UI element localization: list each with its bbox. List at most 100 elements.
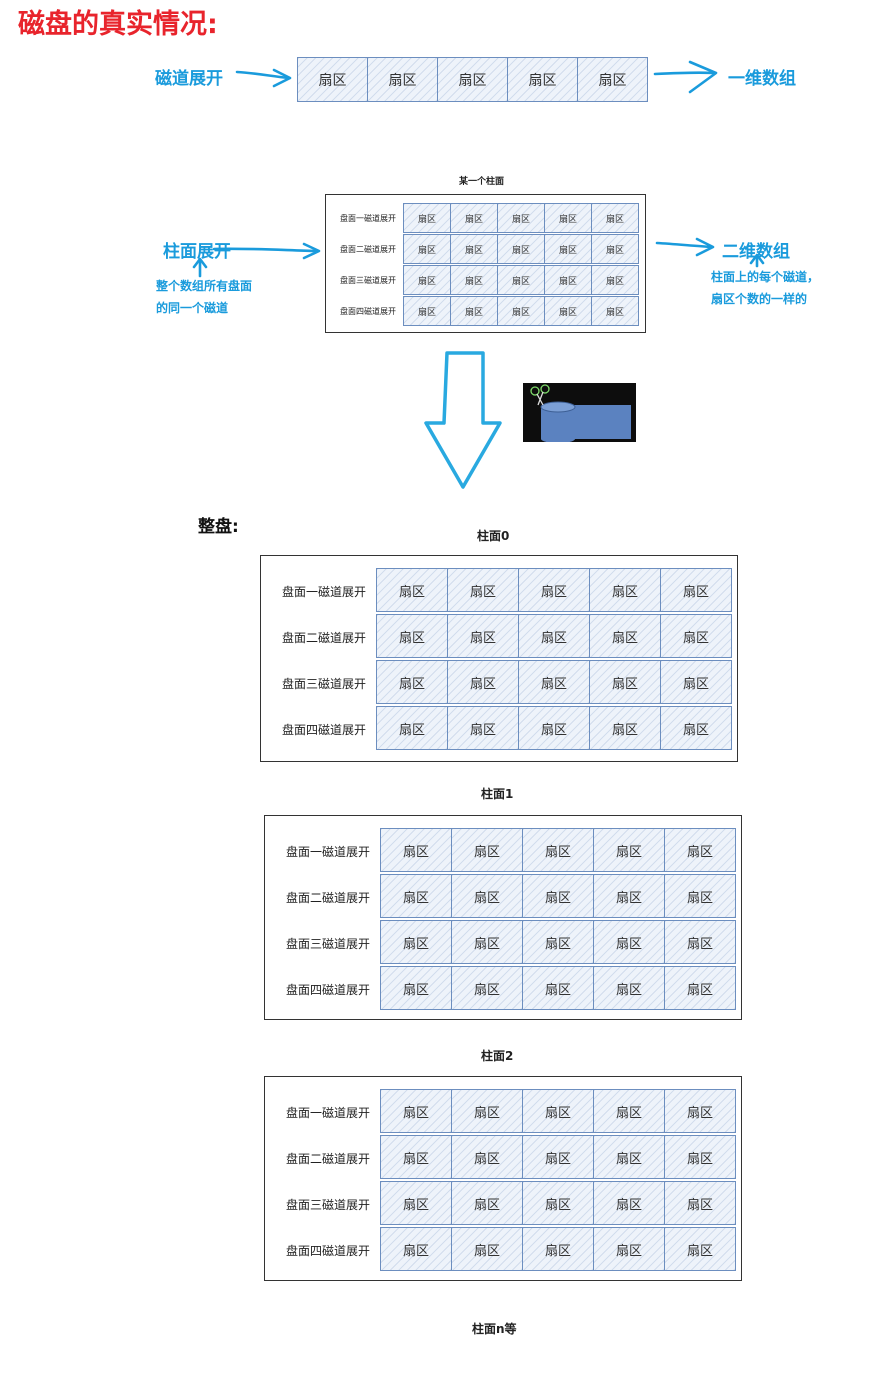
sector-cell: 扇区 bbox=[589, 568, 661, 612]
sector-cell: 扇区 bbox=[380, 920, 452, 964]
sector-cell: 扇区 bbox=[593, 1227, 665, 1271]
sector-cell: 扇区 bbox=[660, 660, 732, 704]
sector-cell: 扇区 bbox=[660, 568, 732, 612]
cylinder-unroll-icon bbox=[523, 383, 636, 442]
sector-cell: 扇区 bbox=[591, 203, 639, 233]
sector-cell: 扇区 bbox=[451, 1181, 523, 1225]
sector-cell: 扇区 bbox=[403, 203, 451, 233]
track-row-label: 盘面一磁道展开 bbox=[281, 584, 366, 599]
sector-cell: 扇区 bbox=[380, 966, 452, 1010]
track-unroll-label: 磁道展开 bbox=[155, 69, 223, 89]
array-note-line1: 柱面上的每个磁道， bbox=[711, 270, 820, 284]
sector-cell: 扇区 bbox=[497, 203, 545, 233]
sector-cell: 扇区 bbox=[593, 874, 665, 918]
track-sector-cell: 扇区 bbox=[297, 57, 368, 102]
sector-row: 扇区扇区扇区扇区扇区 bbox=[380, 1227, 736, 1271]
sector-row: 扇区扇区扇区扇区扇区 bbox=[403, 234, 639, 264]
track-row-label: 盘面一磁道展开 bbox=[340, 214, 396, 224]
sector-cell: 扇区 bbox=[447, 568, 519, 612]
sector-cell: 扇区 bbox=[447, 660, 519, 704]
sector-cell: 扇区 bbox=[544, 296, 592, 326]
sector-cell: 扇区 bbox=[660, 706, 732, 750]
one-dim-array-label: 一维数组 bbox=[728, 69, 796, 89]
sector-cell: 扇区 bbox=[450, 296, 498, 326]
sector-cell: 扇区 bbox=[518, 660, 590, 704]
sector-row: 扇区扇区扇区扇区扇区 bbox=[380, 1181, 736, 1225]
sector-cell: 扇区 bbox=[451, 1089, 523, 1133]
cylinder-n-footer: 柱面n等 bbox=[472, 1322, 517, 1336]
track-sector-row: 扇区扇区扇区扇区扇区 bbox=[297, 57, 648, 102]
track-row-label: 盘面一磁道展开 bbox=[285, 1105, 370, 1120]
sector-cell: 扇区 bbox=[593, 920, 665, 964]
sector-cell: 扇区 bbox=[522, 966, 594, 1010]
arrow-track-out bbox=[653, 71, 716, 76]
sector-cell: 扇区 bbox=[593, 1089, 665, 1133]
cylinder-caption: 柱面1 bbox=[481, 787, 514, 801]
sector-cell: 扇区 bbox=[447, 614, 519, 658]
arrow-array-out bbox=[655, 241, 714, 249]
track-row-label: 盘面四磁道展开 bbox=[281, 722, 366, 737]
track-row-label: 盘面三磁道展开 bbox=[281, 676, 366, 691]
sector-cell: 扇区 bbox=[497, 296, 545, 326]
sector-cell: 扇区 bbox=[451, 966, 523, 1010]
page-title: 磁盘的真实情况: bbox=[18, 9, 218, 40]
sector-cell: 扇区 bbox=[380, 1227, 452, 1271]
sector-cell: 扇区 bbox=[376, 660, 448, 704]
sector-cell: 扇区 bbox=[450, 265, 498, 295]
track-row-label: 盘面二磁道展开 bbox=[285, 1151, 370, 1166]
cylinder-unroll-label: 柱面展开 bbox=[163, 242, 231, 262]
track-sector-cell: 扇区 bbox=[507, 57, 578, 102]
sector-cell: 扇区 bbox=[664, 920, 736, 964]
sector-cell: 扇区 bbox=[403, 296, 451, 326]
cylinder-note-line2: 的同一个磁道 bbox=[156, 301, 229, 315]
track-row-label: 盘面四磁道展开 bbox=[340, 307, 396, 317]
sector-cell: 扇区 bbox=[522, 1135, 594, 1179]
cylinder-caption: 柱面0 bbox=[477, 529, 510, 543]
sector-cell: 扇区 bbox=[664, 828, 736, 872]
cylinder-caption: 柱面2 bbox=[481, 1049, 514, 1063]
sector-cell: 扇区 bbox=[664, 966, 736, 1010]
arrow-track-in-head bbox=[272, 68, 292, 88]
array-note-line2: 扇区个数的一样的 bbox=[711, 292, 808, 306]
track-row-label: 盘面一磁道展开 bbox=[285, 844, 370, 859]
sector-row: 扇区扇区扇区扇区扇区 bbox=[376, 568, 732, 612]
sector-row: 扇区扇区扇区扇区扇区 bbox=[380, 1089, 736, 1133]
sector-cell: 扇区 bbox=[380, 1135, 452, 1179]
cylinder-note-line1: 整个数组所有盘面 bbox=[156, 279, 253, 293]
sector-cell: 扇区 bbox=[450, 203, 498, 233]
sector-cell: 扇区 bbox=[544, 203, 592, 233]
sector-cell: 扇区 bbox=[593, 1135, 665, 1179]
sector-cell: 扇区 bbox=[451, 828, 523, 872]
arrow-track-in bbox=[235, 70, 290, 80]
track-row-label: 盘面三磁道展开 bbox=[285, 1197, 370, 1212]
sector-cell: 扇区 bbox=[518, 614, 590, 658]
cylinder-caption: 某一个柱面 bbox=[459, 177, 505, 187]
sector-row: 扇区扇区扇区扇区扇区 bbox=[380, 966, 736, 1010]
track-sector-cell: 扇区 bbox=[437, 57, 508, 102]
track-row-label: 盘面四磁道展开 bbox=[285, 982, 370, 997]
sector-cell: 扇区 bbox=[593, 966, 665, 1010]
arrow-cyl-in-head bbox=[302, 242, 321, 260]
sector-cell: 扇区 bbox=[589, 614, 661, 658]
sector-cell: 扇区 bbox=[664, 1089, 736, 1133]
sector-cell: 扇区 bbox=[380, 1089, 452, 1133]
sector-cell: 扇区 bbox=[451, 920, 523, 964]
sector-cell: 扇区 bbox=[497, 234, 545, 264]
sector-cell: 扇区 bbox=[451, 874, 523, 918]
sector-cell: 扇区 bbox=[447, 706, 519, 750]
sector-cell: 扇区 bbox=[380, 828, 452, 872]
sector-cell: 扇区 bbox=[380, 1181, 452, 1225]
arrow-array-out-head bbox=[695, 237, 715, 257]
sector-cell: 扇区 bbox=[591, 296, 639, 326]
sector-row: 扇区扇区扇区扇区扇区 bbox=[380, 828, 736, 872]
sector-cell: 扇区 bbox=[451, 1227, 523, 1271]
sector-cell: 扇区 bbox=[591, 265, 639, 295]
sector-row: 扇区扇区扇区扇区扇区 bbox=[380, 874, 736, 918]
sector-cell: 扇区 bbox=[380, 874, 452, 918]
sector-cell: 扇区 bbox=[522, 920, 594, 964]
sector-cell: 扇区 bbox=[589, 660, 661, 704]
sector-cell: 扇区 bbox=[376, 614, 448, 658]
sector-row: 扇区扇区扇区扇区扇区 bbox=[403, 203, 639, 233]
sector-cell: 扇区 bbox=[376, 706, 448, 750]
sector-row: 扇区扇区扇区扇区扇区 bbox=[376, 614, 732, 658]
